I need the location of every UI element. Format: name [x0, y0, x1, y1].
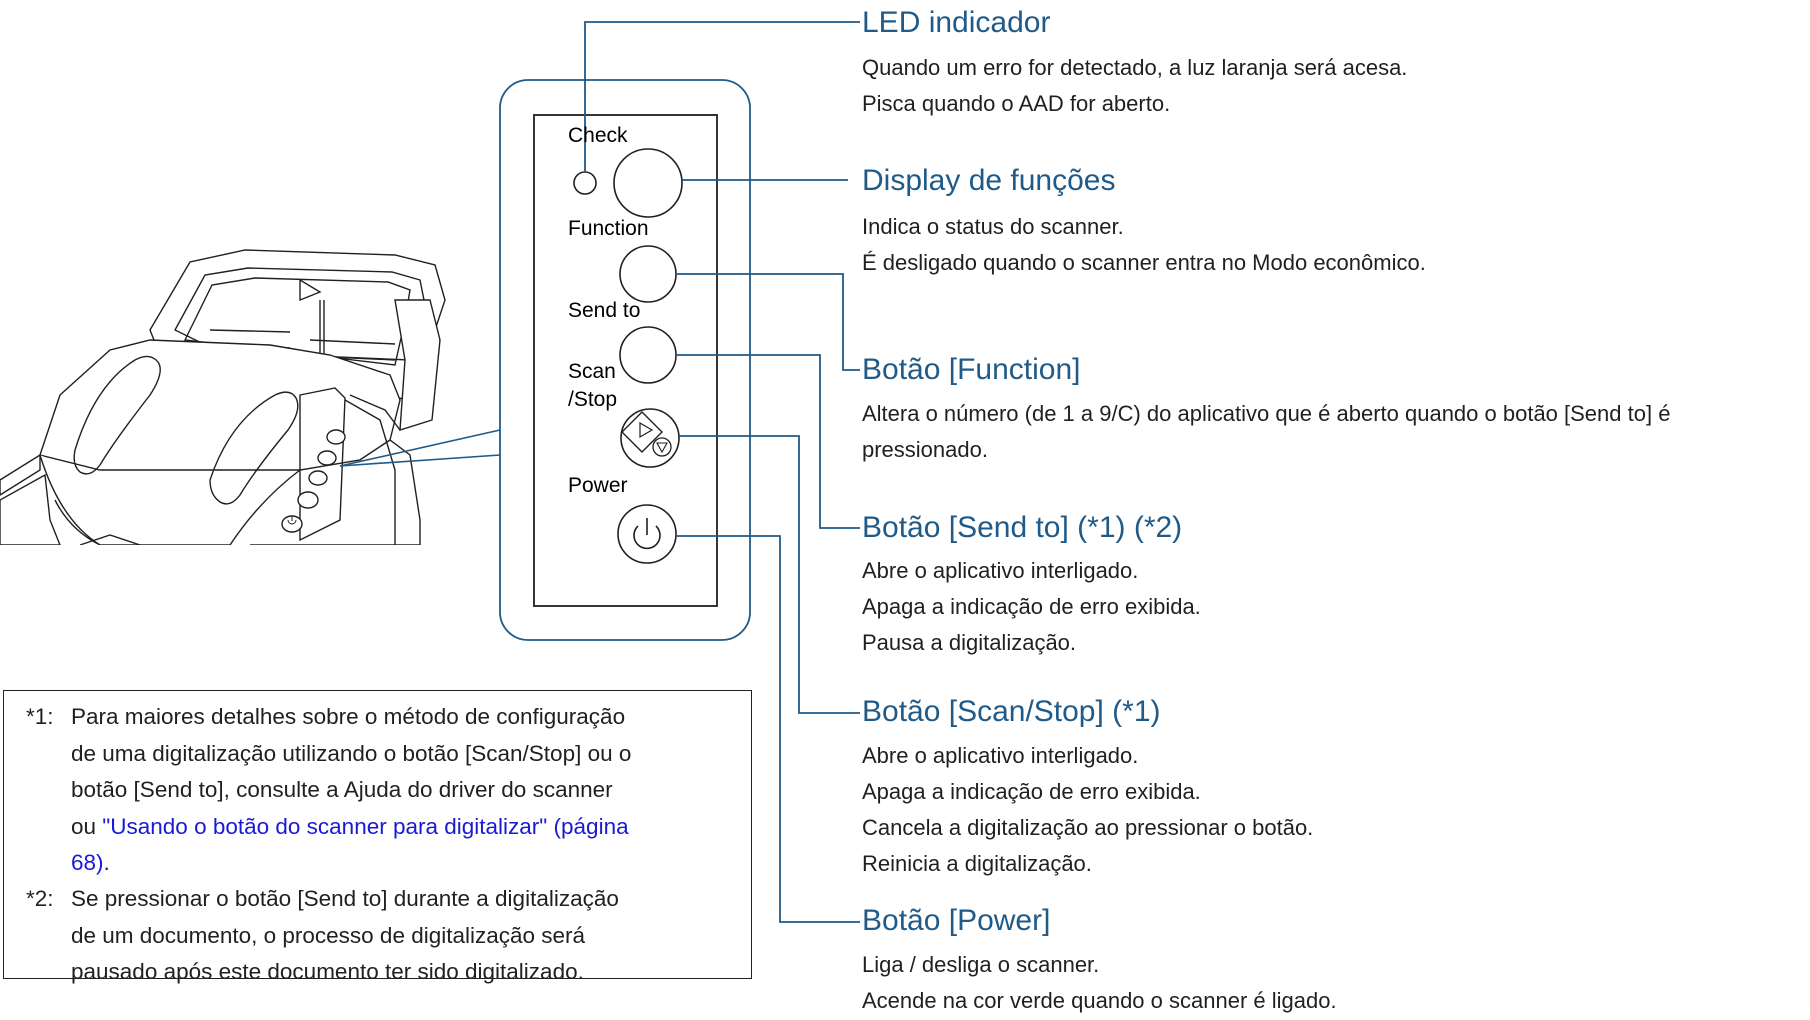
send-to-button-icon[interactable] — [619, 326, 677, 384]
callout-led-title: LED indicador — [862, 6, 1051, 39]
callout-power-line: Liga / desliga o scanner. — [862, 952, 1100, 977]
callout-function-line: Altera o número (de 1 a 9/C) do aplicati… — [862, 401, 1671, 426]
callout-send-to-line: Abre o aplicativo interligado. — [862, 558, 1139, 583]
callout-scan-stop-line: Apaga a indicação de erro exibida. — [862, 779, 1201, 804]
footnotes-box: *1: Para maiores detalhes sobre o método… — [3, 690, 752, 984]
send-to-label: Send to — [568, 299, 641, 322]
footnote-1-marker: *1: — [26, 704, 54, 729]
scan-stop-button-icon[interactable] — [620, 408, 680, 468]
scan-label: Scan — [568, 360, 616, 383]
scanner-illustration — [0, 249, 500, 575]
callout-scan-stop-line: Reinicia a digitalização. — [862, 851, 1092, 876]
callout-scan-stop-line: Cancela a digitalização ao pressionar o … — [862, 815, 1314, 840]
leader-lines — [584, 21, 860, 923]
footnote-2-marker: *2: — [26, 886, 54, 911]
scanner-button-page-link[interactable]: "Usando o botão do scanner para digitali… — [102, 813, 629, 839]
callout-scan-stop-line: Abre o aplicativo interligado. — [862, 743, 1139, 768]
function-button-icon[interactable] — [619, 245, 677, 303]
footnote-1-line: ou "Usando o botão do scanner para digit… — [71, 809, 751, 846]
footnote-1-line: de uma digitalização utilizando o botão … — [71, 740, 632, 766]
footnote-1-line: Para maiores detalhes sobre o método de … — [71, 704, 626, 729]
leader-send-to — [676, 354, 860, 529]
callout-scan-stop-title: Botão [Scan/Stop] (*1) — [862, 695, 1161, 728]
footnote-1-body: Para maiores detalhes sobre o método de … — [71, 699, 751, 882]
power-button-icon[interactable] — [617, 504, 677, 564]
callout-display-title: Display de funções — [862, 164, 1116, 197]
scanner-button-page-link-cont[interactable]: 68) — [71, 850, 104, 876]
stop-label: /Stop — [568, 388, 618, 411]
callout-send-to-line: Apaga a indicação de erro exibida. — [862, 594, 1201, 619]
callout-send-to-title: Botão [Send to] (*1) (*2) — [862, 511, 1183, 544]
footnote-1-line: botão [Send to], consulte a Ajuda do dri… — [71, 777, 613, 803]
footnote-2-body: Se pressionar o botão [Send to] durante … — [71, 881, 751, 991]
footnote-2-line: Se pressionar o botão [Send to] durante … — [71, 886, 619, 911]
callout-power-line: Acende na cor verde quando o scanner é l… — [862, 988, 1337, 1013]
footnote-1-text: . — [103, 850, 110, 876]
callout-send-to-line: Pausa a digitalização. — [862, 630, 1077, 655]
function-display-icon — [613, 148, 683, 218]
power-label: Power — [568, 474, 628, 497]
function-label: Function — [568, 217, 649, 240]
callout-function-title: Botão [Function] — [862, 353, 1081, 386]
leader-led — [584, 21, 860, 172]
leader-power — [676, 535, 860, 923]
leader-scan-stop — [679, 435, 860, 714]
footnote-1-text: ou — [71, 813, 103, 839]
led-indicator-icon — [573, 171, 597, 195]
footnote-1-line: 68). — [71, 845, 751, 882]
callout-display-line: Indica o status do scanner. — [862, 214, 1124, 239]
callout-led-line: Pisca quando o AAD for aberto. — [862, 91, 1171, 116]
leader-function — [676, 273, 860, 371]
footnote-2-line: de um documento, o processo de digitaliz… — [71, 922, 586, 948]
callout-display-line: É desligado quando o scanner entra no Mo… — [862, 250, 1426, 275]
zoom-connector-lines — [339, 429, 501, 467]
check-label: Check — [568, 124, 628, 147]
callout-power-title: Botão [Power] — [862, 904, 1051, 937]
footnote-2-line: pausado após este documento ter sido dig… — [71, 959, 584, 985]
callout-function-line: pressionado. — [862, 437, 988, 462]
callout-led-line: Quando um erro for detectado, a luz lara… — [862, 55, 1408, 80]
